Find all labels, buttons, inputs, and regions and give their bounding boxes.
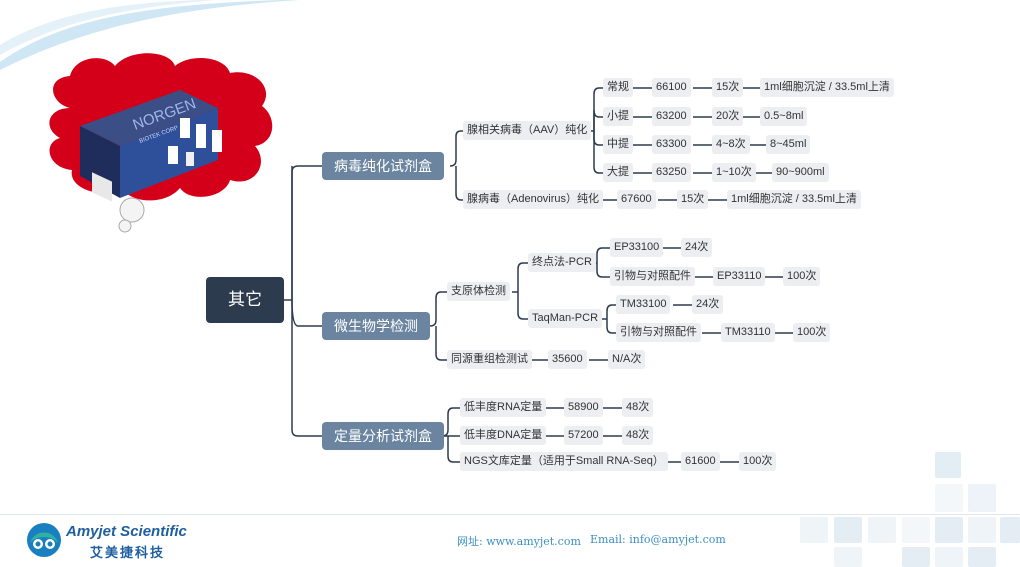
root-node: 其它 — [206, 277, 284, 323]
product-cloud-image: NORGEN BIOTEK CORP — [49, 53, 273, 233]
aav-row-code: 63250 — [652, 163, 691, 182]
endpoint-primers-node: 引物与对照配件 — [610, 267, 695, 286]
recombination-code: 35600 — [548, 350, 587, 369]
aav-row-count: 15次 — [712, 78, 744, 97]
adeno-node: 腺病毒（Adenovirus）纯化 — [463, 190, 604, 209]
header-swoosh — [0, 0, 300, 70]
footer-divider — [0, 514, 1020, 515]
adeno-code: 67600 — [617, 190, 656, 209]
taqman-primers-count: 100次 — [793, 323, 831, 342]
aav-row-volume: 1ml细胞沉淀 / 33.5ml上清 — [760, 78, 894, 97]
dna-quant-code: 57200 — [564, 426, 603, 445]
adeno-volume: 1ml细胞沉淀 / 33.5ml上清 — [727, 190, 861, 209]
amyjet-logo-icon — [27, 523, 61, 557]
aav-row-volume: 0.5~8ml — [760, 107, 808, 126]
aav-row-volume: 8~45ml — [766, 135, 811, 154]
footer-email[interactable]: Email: info@amyjet.com — [590, 533, 726, 546]
endpoint-pcr-node: 终点法-PCR — [528, 253, 596, 272]
aav-row-code: 63200 — [652, 107, 691, 126]
aav-row-volume: 90~900ml — [772, 163, 829, 182]
aav-row-count: 4~8次 — [712, 135, 750, 154]
branch-microbiology: 微生物学检测 — [322, 312, 430, 340]
ngs-quant-count: 100次 — [739, 452, 777, 471]
rna-quant-node: 低丰度RNA定量 — [460, 398, 547, 417]
footer-website[interactable]: 网址: www.amyjet.com — [457, 535, 581, 548]
aav-row-code: 66100 — [652, 78, 691, 97]
taqman-primers-code: TM33110 — [721, 323, 775, 342]
logo-name: Amyjet Scientific — [66, 523, 187, 540]
recombination-count: N/A次 — [608, 350, 646, 369]
aav-node: 腺相关病毒（AAV）纯化 — [463, 121, 592, 140]
aav-row-count: 20次 — [712, 107, 744, 126]
aav-row-label: 中提 — [603, 135, 633, 154]
aav-row-label: 小提 — [603, 107, 633, 126]
taqman-primers-node: 引物与对照配件 — [616, 323, 701, 342]
adeno-count: 15次 — [677, 190, 709, 209]
branch-virus-purification: 病毒纯化试剂盒 — [322, 152, 444, 180]
rna-quant-count: 48次 — [622, 398, 654, 417]
aav-row-code: 63300 — [652, 135, 691, 154]
ngs-quant-code: 61600 — [681, 452, 720, 471]
rna-quant-code: 58900 — [564, 398, 603, 417]
endpoint-primers-count: 100次 — [783, 267, 821, 286]
endpoint-kit-count: 24次 — [681, 238, 713, 257]
taqman-pcr-node: TaqMan-PCR — [528, 309, 603, 328]
mycoplasma-node: 支原体检测 — [447, 282, 510, 301]
dna-quant-count: 48次 — [622, 426, 654, 445]
endpoint-primers-code: EP33110 — [713, 267, 766, 286]
aav-row-label: 大提 — [603, 163, 633, 182]
taqman-kit-code: TM33100 — [616, 295, 671, 314]
aav-row-count: 1~10次 — [712, 163, 756, 182]
aav-row-label: 常规 — [603, 78, 633, 97]
endpoint-kit-code: EP33100 — [610, 238, 664, 257]
recombination-node: 同源重组检测试 — [447, 350, 532, 369]
logo-cn: 艾美捷科技 — [90, 545, 166, 560]
ngs-quant-node: NGS文库定量（适用于Small RNA-Seq） — [460, 452, 668, 471]
branch-quantification: 定量分析试剂盒 — [322, 422, 444, 450]
dna-quant-node: 低丰度DNA定量 — [460, 426, 547, 445]
taqman-kit-count: 24次 — [692, 295, 724, 314]
